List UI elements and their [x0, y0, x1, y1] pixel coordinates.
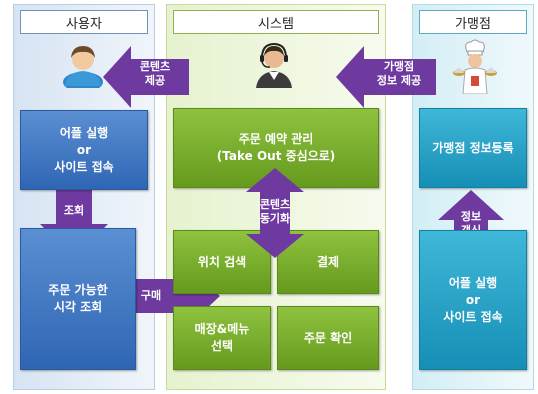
- content-sync-arrow: [246, 168, 304, 258]
- store-info-provide-label: 가맹점 정보 제공: [376, 60, 422, 87]
- store-info-provide-arrow: [336, 46, 436, 108]
- chef-icon: [453, 39, 497, 94]
- purchase-label: 구매: [140, 289, 162, 302]
- user-avatar-icon: [63, 46, 103, 88]
- content-provide-arrow: [103, 46, 189, 108]
- store-column-header: 가맹점: [419, 10, 527, 34]
- content-sync-label: 콘텐츠 동기화: [259, 198, 291, 225]
- store-register-box: 가맹점 정보등록: [419, 108, 527, 188]
- store-menu-select-box: 매장&메뉴 선택: [173, 306, 271, 370]
- order-confirm-box: 주문 확인: [277, 306, 379, 370]
- user-check-time-box: 주문 가능한 시각 조회: [20, 228, 136, 370]
- user-run-app-box: 어플 실행 or 사이트 접속: [20, 110, 148, 190]
- user-column-header: 사용자: [20, 10, 148, 34]
- operator-headset-icon: [256, 42, 292, 88]
- system-column-header: 시스템: [173, 10, 379, 34]
- content-provide-label: 콘텐츠 제공: [139, 60, 171, 87]
- lookup-label: 조회: [63, 204, 85, 217]
- order-manage-box: 주문 예약 관리 (Take Out 중심으로): [173, 108, 379, 188]
- store-run-app-box: 어플 실행 or 사이트 접속: [419, 230, 527, 370]
